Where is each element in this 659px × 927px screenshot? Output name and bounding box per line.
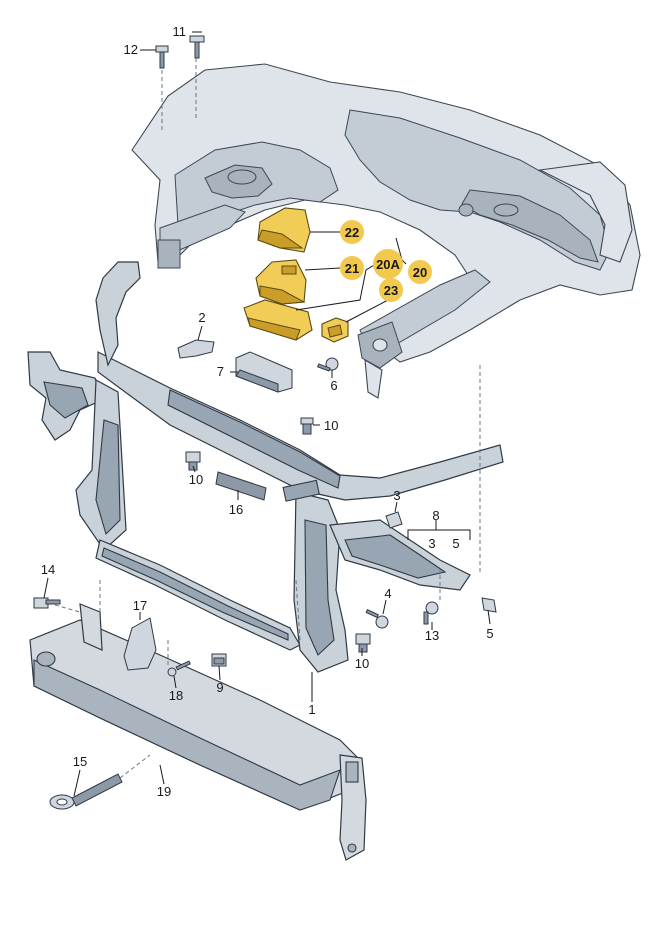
- nut-10a-icon: [300, 417, 314, 435]
- clip-5-icon: [481, 597, 497, 613]
- label-17: 17: [133, 598, 147, 613]
- callout-22: 22: [340, 220, 364, 244]
- label-15: 15: [73, 754, 87, 769]
- screw-13-icon: [423, 601, 439, 625]
- clip-3-icon: [385, 511, 403, 529]
- lock-carrier: [27, 261, 504, 673]
- leader-lines: [43, 31, 491, 797]
- screw-11-icon: [189, 35, 205, 59]
- alignment-lines: [54, 58, 481, 779]
- label-14: 14: [41, 562, 55, 577]
- label-5-a: 5: [452, 536, 459, 551]
- callout-21: 21: [340, 256, 364, 280]
- label-13: 13: [425, 628, 439, 643]
- bracket-2-icon: [177, 339, 215, 359]
- nut-9-icon: [211, 653, 227, 667]
- callout-20: 20: [408, 260, 432, 284]
- label-3-a: 3: [393, 488, 400, 503]
- callout-21-label: 21: [345, 261, 359, 276]
- screw-14-icon: [33, 597, 61, 609]
- label-7: 7: [217, 364, 224, 379]
- small-parts: [33, 35, 497, 810]
- seal-strip-16-icon: [215, 471, 267, 501]
- screw-4-icon: [365, 608, 389, 629]
- callout-23-label: 23: [384, 283, 398, 298]
- vehicle-body-shell: [131, 63, 641, 399]
- screw-12-icon: [155, 45, 169, 69]
- part-labels: 11 12 2 7 6 10 10 16 3 8 3 5 4 13 5 10 1…: [41, 24, 494, 799]
- label-18: 18: [169, 688, 183, 703]
- label-12: 12: [124, 42, 138, 57]
- label-3-b: 3: [428, 536, 435, 551]
- bracket-17-icon: [123, 617, 157, 671]
- tow-eye-15-icon: [49, 773, 123, 810]
- label-6: 6: [330, 378, 337, 393]
- label-19: 19: [157, 784, 171, 799]
- callout-20a-label: 20A: [376, 257, 400, 272]
- screw-6-icon: [317, 357, 339, 372]
- rivet-18-icon: [167, 660, 191, 677]
- callout-23: 23: [379, 278, 403, 302]
- label-2: 2: [198, 310, 205, 325]
- label-8: 8: [432, 508, 439, 523]
- nut-10c-icon: [355, 633, 371, 653]
- label-10-c: 10: [355, 656, 369, 671]
- label-9: 9: [216, 680, 223, 695]
- label-10-b: 10: [189, 472, 203, 487]
- label-4: 4: [384, 586, 391, 601]
- label-16: 16: [229, 502, 243, 517]
- callout-22-label: 22: [345, 225, 359, 240]
- callout-20-label: 20: [413, 265, 427, 280]
- callouts: 22 21 20A 20 23: [340, 220, 432, 302]
- label-1: 1: [308, 702, 315, 717]
- label-11: 11: [173, 24, 187, 39]
- yellow-highlight-parts: [243, 207, 349, 343]
- label-5-b: 5: [486, 626, 493, 641]
- callout-20a: 20A: [373, 249, 403, 279]
- label-10-a: 10: [324, 418, 338, 433]
